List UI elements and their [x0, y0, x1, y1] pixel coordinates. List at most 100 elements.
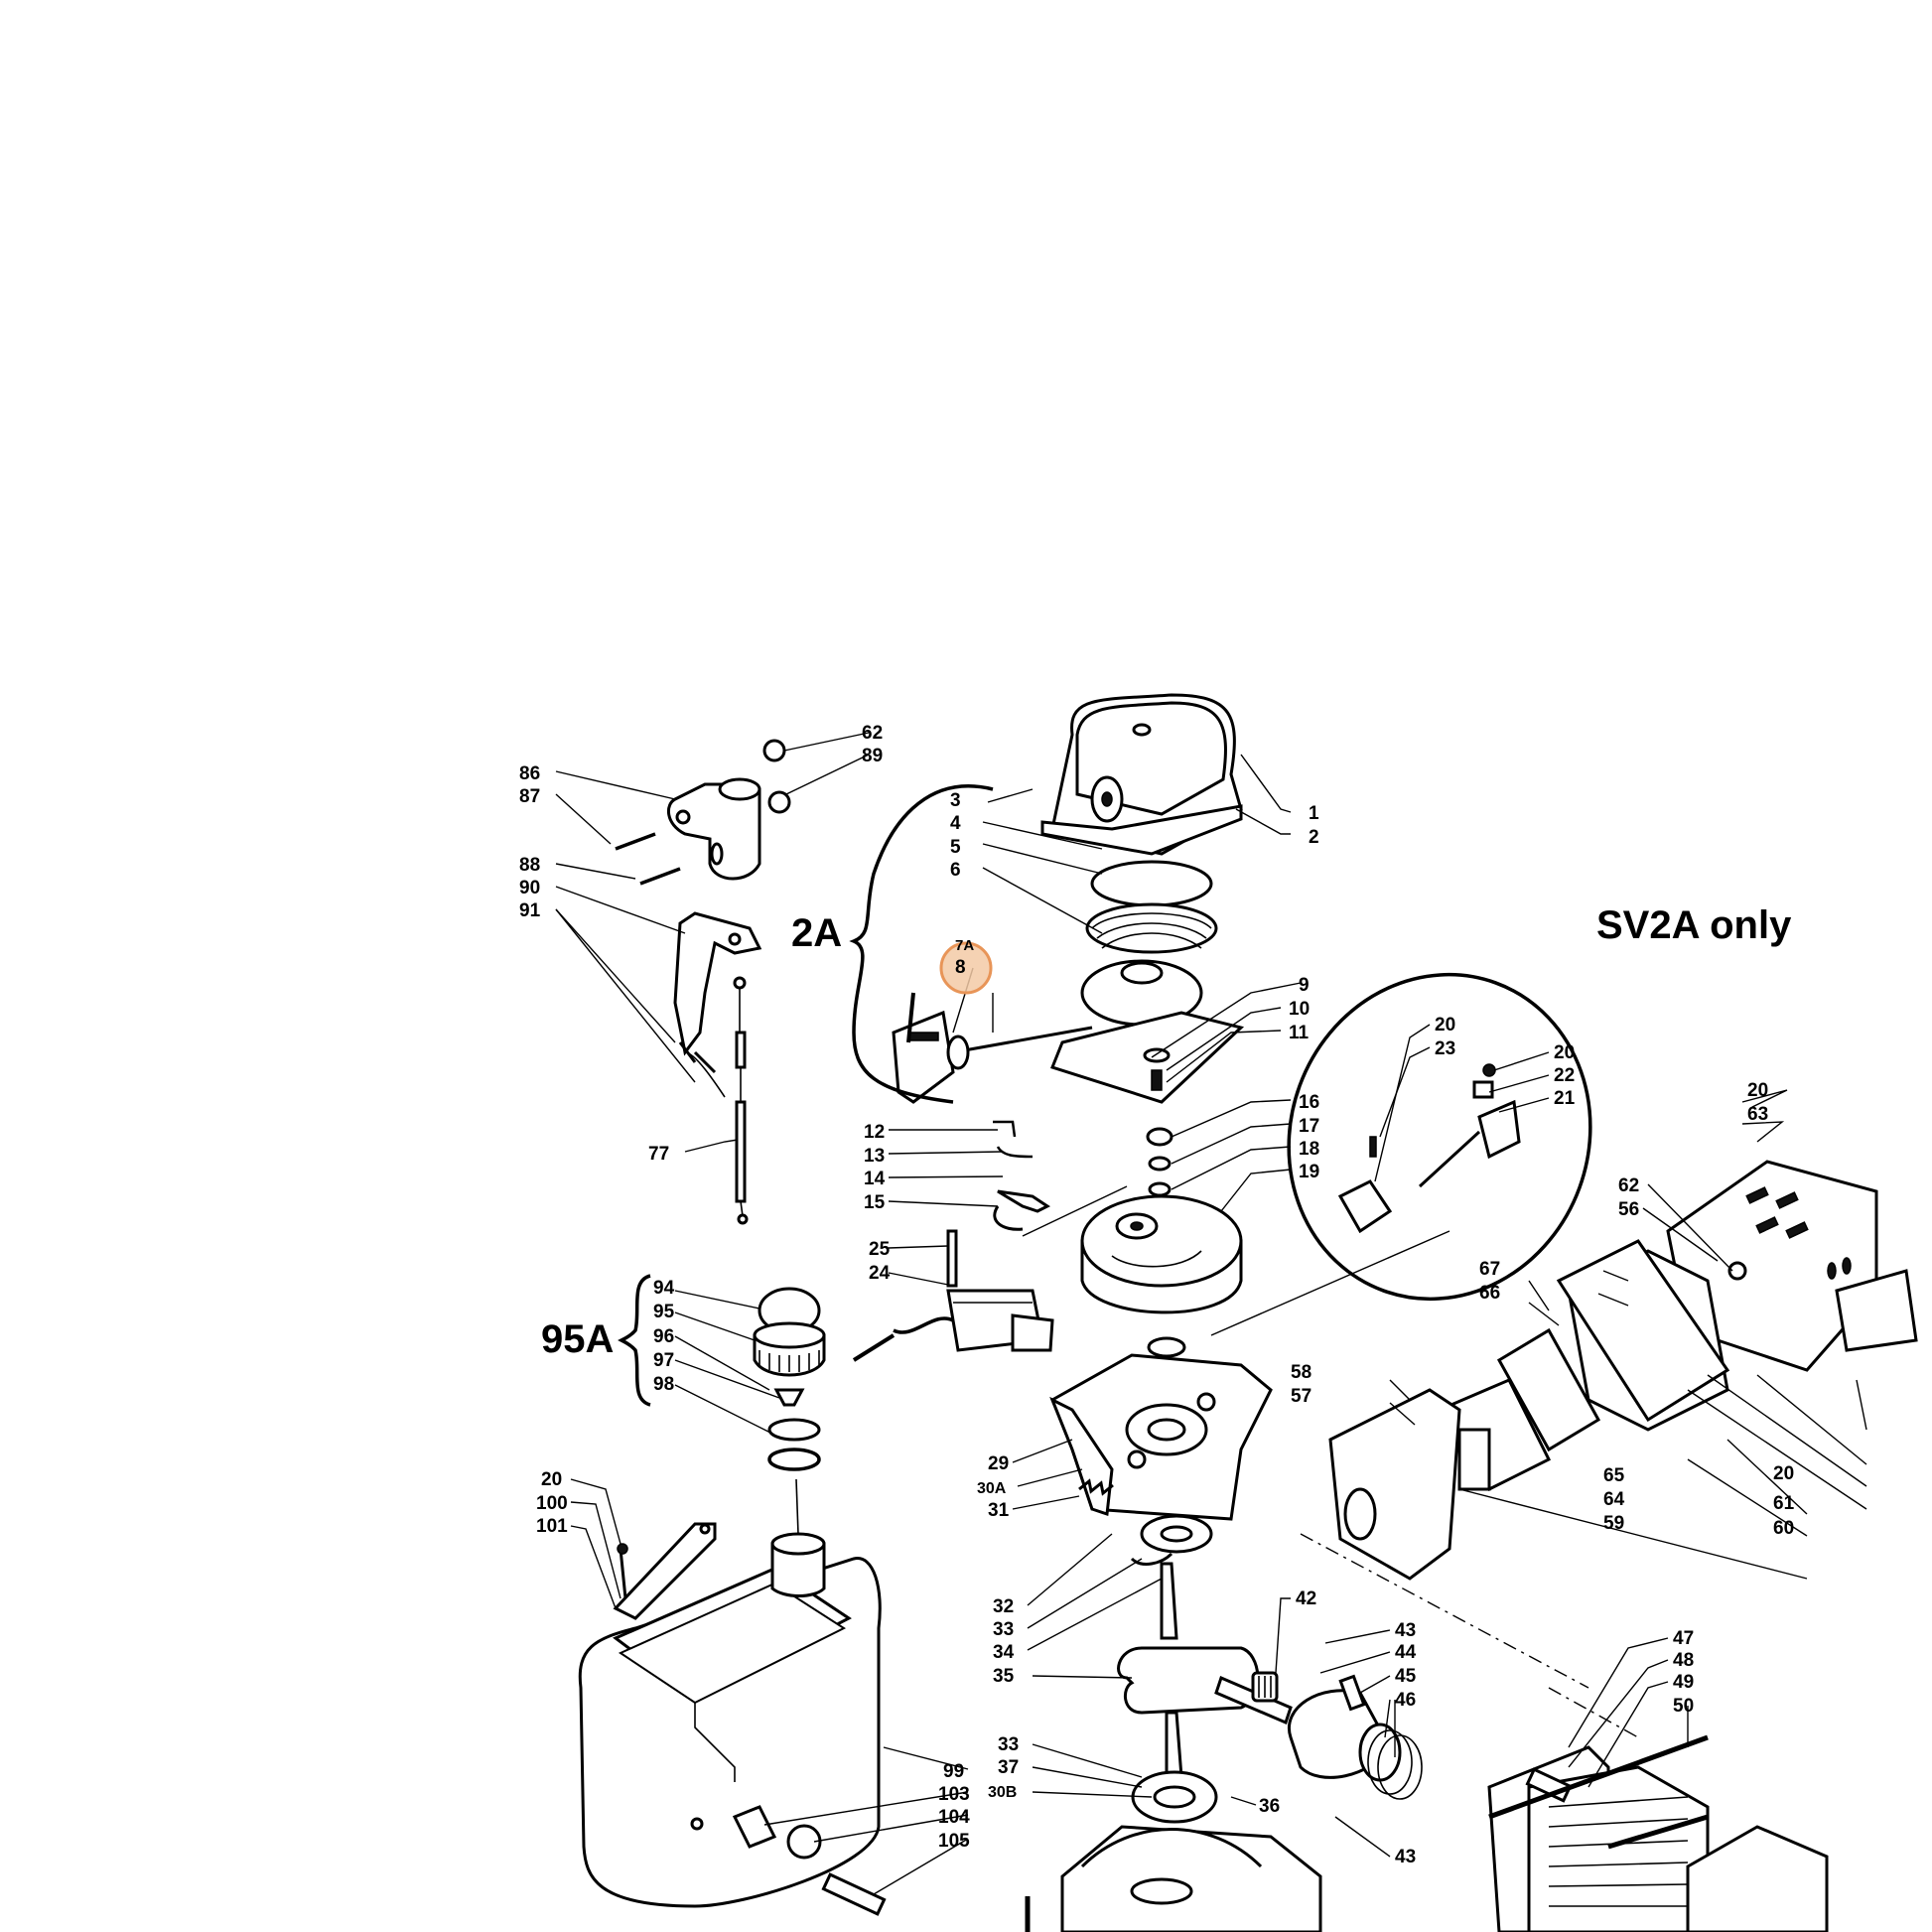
callout: 9	[1299, 975, 1310, 996]
callout: 45	[1395, 1666, 1417, 1687]
bearing-needle-42	[1251, 1671, 1279, 1703]
callout: 11	[1289, 1023, 1310, 1043]
callout: 20	[1773, 1463, 1794, 1484]
callout: 50	[1673, 1696, 1694, 1717]
callout: 57	[1291, 1386, 1311, 1407]
callout: 32	[993, 1596, 1014, 1617]
callout: 20	[541, 1469, 562, 1490]
fuel-cap-assembly	[753, 1287, 826, 1471]
callout: 67	[1479, 1259, 1500, 1280]
callout: 22	[1554, 1065, 1575, 1086]
tank-filter-line	[732, 1805, 887, 1916]
callout-labels: 1 2 3 4 5 6 7A 8 9 10 11 12 13 14 15 16 …	[519, 723, 1795, 1867]
callout: 43	[1395, 1847, 1416, 1867]
ignition-coil	[852, 1229, 1054, 1362]
callout: 17	[1299, 1116, 1319, 1137]
fuel-tank	[578, 1532, 882, 1908]
callout: 97	[653, 1350, 674, 1371]
starter-handle-rope	[892, 992, 1093, 1104]
callout: 62	[862, 723, 883, 744]
callout: 36	[1259, 1796, 1280, 1817]
callout: 104	[938, 1807, 970, 1828]
callout: 15	[864, 1192, 886, 1213]
group-labels: 2A 95A SV2A only	[541, 903, 1792, 1361]
tank-bracket	[613, 1522, 717, 1620]
fuel-line-grommet	[795, 1478, 799, 1535]
callout: 77	[648, 1144, 669, 1165]
callout: 23	[1435, 1038, 1455, 1059]
callout: 34	[993, 1642, 1015, 1663]
throttle-clamp	[666, 777, 761, 881]
callout: 48	[1673, 1650, 1694, 1671]
callout: 2	[1309, 827, 1319, 848]
callout: 5	[950, 837, 961, 858]
sv2a-switch-parts	[1337, 1063, 1521, 1234]
callout: 64	[1603, 1489, 1625, 1510]
cotter-key	[993, 1120, 1050, 1231]
callout: 60	[1773, 1518, 1794, 1539]
group-label-sv2a: SV2A only	[1596, 903, 1792, 947]
spring-31	[1078, 1478, 1114, 1496]
throttle-nuts	[762, 739, 791, 814]
callout: 20	[1435, 1015, 1455, 1035]
centerline-muffler-2	[1548, 1687, 1639, 1738]
callout: 47	[1673, 1628, 1694, 1649]
callout: 25	[869, 1239, 891, 1260]
flywheel	[1080, 1194, 1243, 1314]
callout: 31	[988, 1500, 1010, 1521]
throttle-trigger	[673, 911, 762, 1098]
callout: 33	[993, 1619, 1014, 1640]
callout: 59	[1603, 1513, 1624, 1534]
callout: 96	[653, 1326, 674, 1347]
callout: 10	[1289, 999, 1310, 1020]
callout: 61	[1773, 1493, 1795, 1514]
callout: 30A	[977, 1480, 1007, 1497]
callout: 14	[864, 1169, 886, 1189]
callout: 95	[653, 1302, 675, 1322]
callout: 91	[519, 900, 541, 921]
group-bracket-2a	[849, 784, 994, 1104]
callout: 65	[1603, 1465, 1625, 1486]
callout: 89	[862, 746, 883, 766]
cylinder-studs	[1488, 1734, 1709, 1850]
throttle-cable	[733, 976, 749, 1225]
starter-plate	[1050, 1011, 1245, 1104]
callout: 13	[864, 1146, 885, 1167]
intake-manifold	[1328, 1388, 1491, 1581]
callout: 49	[1673, 1672, 1694, 1693]
callout: 37	[998, 1757, 1019, 1778]
callout: 3	[950, 790, 961, 811]
callout: 62	[1618, 1175, 1639, 1196]
callout: 44	[1395, 1642, 1417, 1663]
callout: 86	[519, 763, 540, 784]
callout: 30B	[988, 1784, 1017, 1801]
callout: 21	[1554, 1088, 1576, 1109]
callout: 19	[1299, 1162, 1319, 1182]
callout: 101	[536, 1516, 568, 1537]
callout: 63	[1747, 1104, 1768, 1125]
starter-pulley-assembly	[1080, 860, 1218, 1027]
callout: 16	[1299, 1092, 1319, 1113]
highlighted-callout[interactable]: 8	[955, 957, 966, 978]
crankcase-upper	[1049, 1336, 1273, 1521]
crankcase-lower	[1025, 1825, 1322, 1932]
group-label-95a: 95A	[541, 1317, 614, 1361]
callout: 20	[1554, 1042, 1575, 1063]
highlight-marker[interactable]	[939, 941, 993, 995]
callout: 33	[998, 1734, 1019, 1755]
callout: 7A	[955, 937, 974, 954]
callout: 12	[864, 1122, 885, 1143]
centerline-muffler	[1300, 1533, 1589, 1689]
callout: 87	[519, 786, 540, 807]
callout: 99	[943, 1761, 964, 1782]
callout: 94	[653, 1278, 675, 1299]
callout: 4	[950, 813, 961, 834]
callout: 100	[536, 1493, 568, 1514]
callout: 46	[1395, 1690, 1416, 1711]
muffler-cover	[1666, 1160, 1918, 1372]
piston	[1287, 1674, 1423, 1800]
leader-lines	[555, 732, 1867, 1895]
callout: 18	[1299, 1139, 1319, 1160]
callout: 56	[1618, 1199, 1639, 1220]
